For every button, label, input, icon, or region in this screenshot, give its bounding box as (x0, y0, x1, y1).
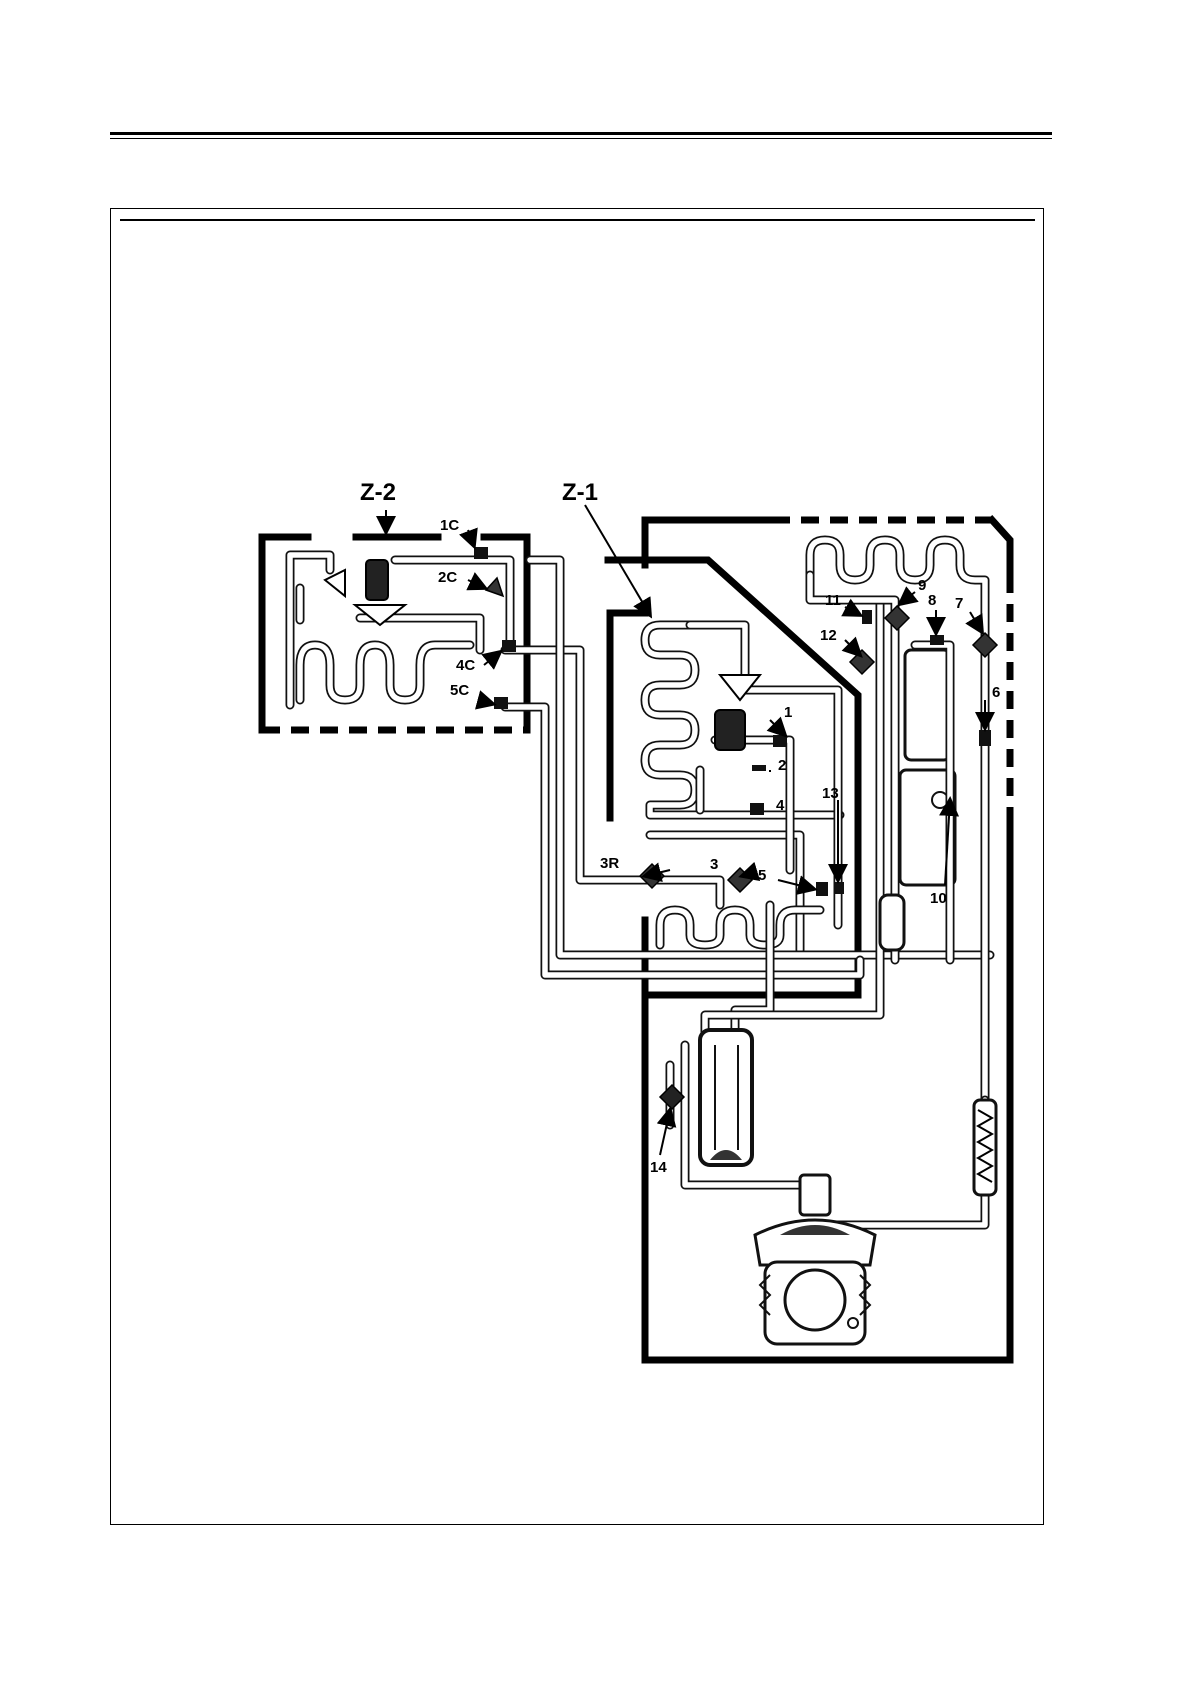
label-10: 10 (930, 890, 947, 907)
label-8: 8 (928, 592, 936, 609)
label-2: 2 (778, 757, 786, 774)
label-12: 12 (820, 627, 837, 644)
label-3: 3 (710, 856, 718, 873)
zone-label-z1: Z-1 (562, 479, 598, 506)
label-9: 9 (918, 577, 926, 594)
label-3r: 3R (600, 855, 619, 872)
label-2c: 2C (438, 569, 457, 586)
label-1c: 1C (440, 517, 459, 534)
freezer-evaporator-coil (290, 555, 510, 705)
label-4: 4 (776, 797, 785, 814)
label-13: 13 (822, 785, 839, 802)
label-1: 1 (784, 704, 792, 721)
label-6: 6 (992, 684, 1000, 701)
label-5: 5 (758, 867, 766, 884)
label-4c: 4C (456, 657, 475, 674)
compressor (755, 1175, 875, 1344)
label-14: 14 (650, 1159, 667, 1176)
label-5c: 5C (450, 682, 469, 699)
label-7: 7 (955, 595, 963, 612)
zone-label-z2: Z-2 (360, 479, 396, 506)
label-11: 11 (825, 592, 841, 609)
suction-accumulator (670, 1030, 820, 1185)
cooler-evaporator-coil (645, 625, 840, 950)
